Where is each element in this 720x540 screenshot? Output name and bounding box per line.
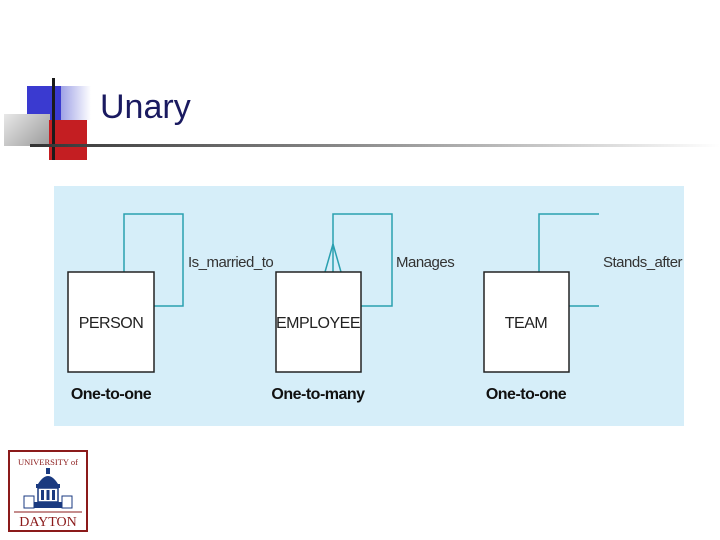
entity-employee-group: EMPLOYEE Manages One-to-many bbox=[271, 213, 455, 403]
slide-title: Unary bbox=[100, 88, 191, 126]
decor-blue-fade bbox=[61, 86, 91, 120]
relationship-line-team bbox=[538, 213, 599, 272]
relationship-label-team: Stands_after bbox=[603, 254, 683, 271]
relationship-line-person bbox=[123, 213, 184, 307]
cardinality-label-employee: One-to-many bbox=[271, 386, 365, 403]
entity-box-person bbox=[67, 271, 155, 373]
entity-person-group: PERSON Is_married_to One-to-one bbox=[67, 213, 274, 403]
relationship-label-employee: Manages bbox=[396, 254, 454, 271]
entity-label-team: TEAM bbox=[505, 315, 548, 332]
entity-box-employee bbox=[275, 271, 362, 373]
entity-label-person: PERSON bbox=[79, 315, 144, 332]
decor-red-square bbox=[49, 120, 87, 160]
university-logo: UNIVERSITY of DAYTON bbox=[8, 450, 88, 532]
entity-team-group: TEAM Stands_after One-to-one bbox=[483, 213, 683, 403]
logo-bottom-text: DAYTON bbox=[19, 515, 77, 530]
entity-box-team bbox=[483, 271, 570, 373]
crows-foot-left bbox=[324, 243, 334, 273]
title-underline bbox=[30, 144, 720, 147]
crows-foot-right bbox=[332, 243, 342, 273]
decor-vertical-line bbox=[52, 78, 55, 160]
entity-label-employee: EMPLOYEE bbox=[276, 315, 360, 332]
cardinality-label-person: One-to-one bbox=[71, 386, 152, 403]
relationship-line-employee bbox=[332, 213, 393, 307]
relationship-label-person: Is_married_to bbox=[188, 254, 273, 271]
logo-dome-icon bbox=[23, 468, 73, 509]
decor-grey-square bbox=[4, 114, 50, 146]
unary-relationship-diagram: PERSON Is_married_to One-to-one EMPLOYEE… bbox=[54, 186, 684, 426]
logo-top-text: UNIVERSITY of bbox=[18, 457, 78, 467]
cardinality-label-team: One-to-one bbox=[486, 386, 567, 403]
